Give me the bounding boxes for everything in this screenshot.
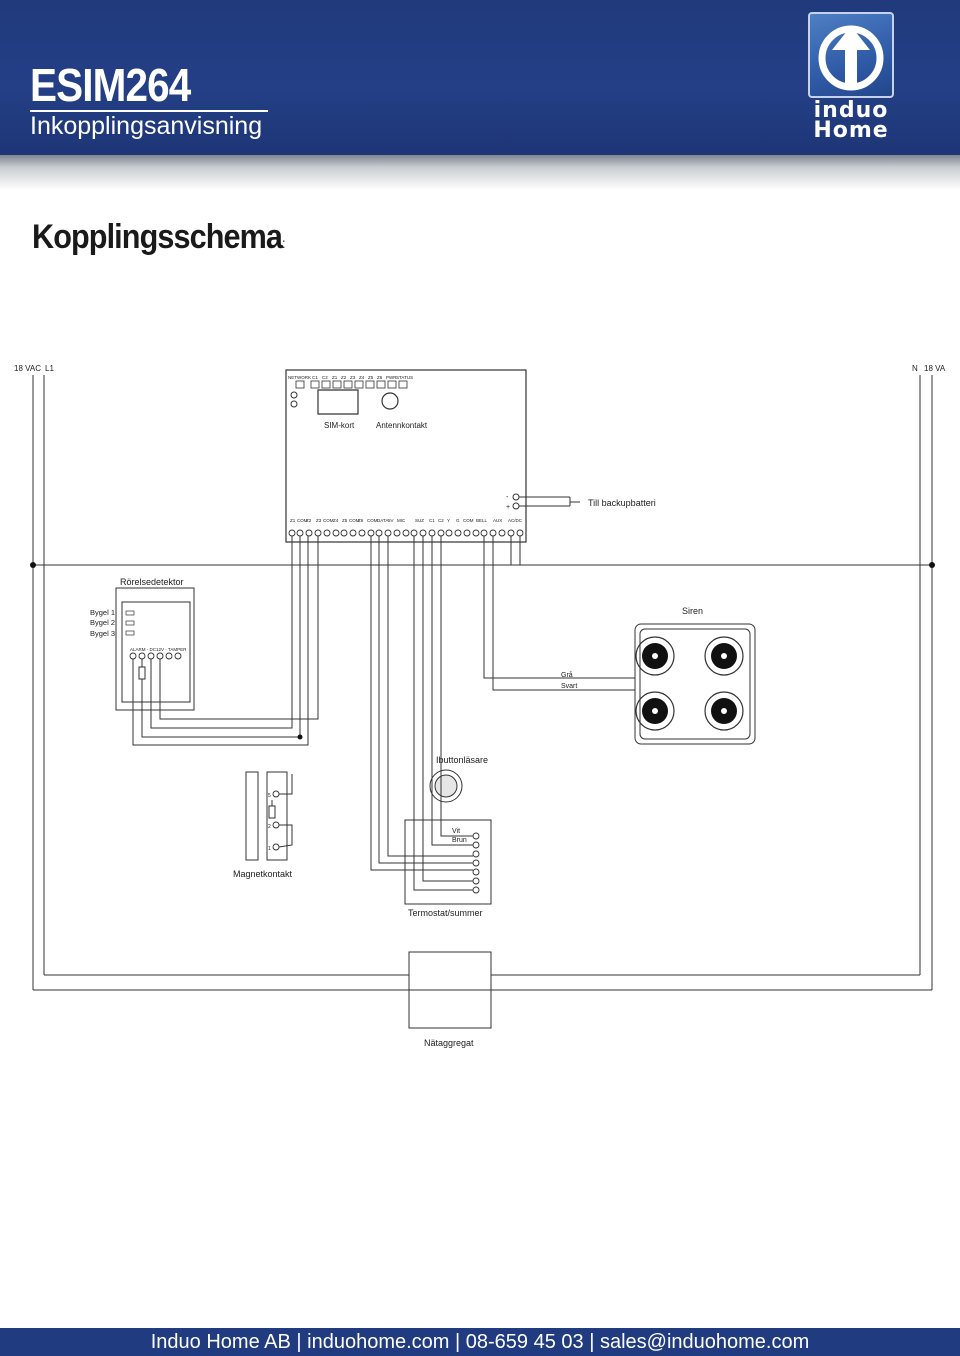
logo-text-home: Home xyxy=(813,118,889,143)
bottom-terminal-label-5: Z4 xyxy=(333,518,339,523)
bottom-terminal-label-2: Z2 xyxy=(306,518,312,523)
top-terminal-label-7: Z5 xyxy=(368,375,374,380)
footer-contact-bar: Induo Home AB | induohome.com | 08-659 4… xyxy=(0,1328,960,1356)
sim-card-label: SIM-kort xyxy=(324,421,355,430)
magnet-pin-2: 2 xyxy=(268,824,271,830)
section-title-text: Kopplingsschema xyxy=(32,218,283,256)
power-label-left: 18 VAC xyxy=(14,364,41,373)
motion-detector-label: Rörelsedetektor xyxy=(120,577,184,587)
siren-label: Siren xyxy=(682,606,703,616)
siren-wire-grey-label: Grå xyxy=(561,671,573,679)
magnet-pin-1: 1 xyxy=(268,846,271,852)
top-terminal-label-0: NETWORK xyxy=(288,375,311,380)
bottom-terminal-label-10: DATA xyxy=(377,518,388,523)
bottom-terminal-label-11: 5V xyxy=(388,518,394,523)
title-underline xyxy=(30,110,268,112)
bottom-terminal-label-7: COM xyxy=(349,518,360,523)
top-terminal-label-3: Z1 xyxy=(332,375,338,380)
psu-label: Nätaggregat xyxy=(424,1038,474,1048)
header-band xyxy=(0,0,960,160)
battery-plus-label: + xyxy=(506,504,510,511)
top-terminal-label-4: Z2 xyxy=(341,375,347,380)
top-terminal-label-6: Z4 xyxy=(359,375,365,380)
top-terminal-label-5: Z3 xyxy=(350,375,356,380)
power-label-l1: L1 xyxy=(45,364,54,373)
power-label-n: N xyxy=(912,364,918,373)
product-title: ESIM264 xyxy=(30,59,191,111)
up-arrow-circle-icon xyxy=(818,25,884,91)
ibutton-wire-white-label: Vit xyxy=(452,828,460,835)
top-terminal-label-10: STATUS xyxy=(396,375,413,380)
bottom-terminal-label-17: G xyxy=(456,518,460,523)
logo-text-induo: induo xyxy=(813,98,889,123)
bottom-terminal-label-4: COM xyxy=(323,518,334,523)
ibutton-wire-brown-label: Brun xyxy=(452,837,467,844)
battery-label: Till backupbatteri xyxy=(588,498,656,508)
bottom-terminal-label-13: SUZ xyxy=(415,518,424,523)
bottom-terminal-label-15: C2 xyxy=(438,518,444,523)
bottom-terminal-label-0: Z1 xyxy=(290,518,296,523)
bottom-terminal-label-1: COM xyxy=(297,518,308,523)
section-title-colon: : xyxy=(282,235,285,251)
magnet-contact-label: Magnetkontakt xyxy=(233,869,293,879)
bottom-terminal-label-21: AC/DC xyxy=(508,518,523,523)
bottom-terminal-label-6: Z5 xyxy=(342,518,348,523)
top-terminal-label-9: PWR xyxy=(386,375,397,380)
bottom-terminal-label-18: COM xyxy=(463,518,474,523)
bottom-terminal-label-8: Z6 xyxy=(358,518,364,523)
wiring-diagram: 18 VAC L1 N 18 VA NETWORKC1C2Z1Z2Z3Z4Z5Z… xyxy=(14,364,946,1048)
bottom-terminal-label-16: Y xyxy=(447,518,450,523)
antenna-label: Antennkontakt xyxy=(376,421,428,430)
top-terminal-label-8: Z6 xyxy=(377,375,383,380)
header-shadow xyxy=(0,155,960,190)
magnet-pin-5: 5 xyxy=(268,793,271,799)
induo-home-logo xyxy=(808,12,894,98)
bottom-terminal-label-3: Z3 xyxy=(316,518,322,523)
bottom-terminal-label-9: COM xyxy=(367,518,378,523)
top-terminal-label-2: C2 xyxy=(322,375,328,380)
jumper-2-label: Bygel 2 xyxy=(90,618,115,627)
siren-wire-black-label: Svart xyxy=(561,683,577,690)
battery-minus-label: - xyxy=(506,494,509,501)
bottom-terminal-label-12: MIC xyxy=(397,518,406,523)
bottom-terminal-label-20: AUX xyxy=(493,518,502,523)
bottom-terminal-label-14: C1 xyxy=(429,518,435,523)
detector-terminals-label: ALARM - DC12V - TAMPER xyxy=(130,647,187,652)
thermostat-label: Termostat/summer xyxy=(408,908,483,918)
section-title: Kopplingsschema: xyxy=(32,218,286,257)
top-terminal-label-1: C1 xyxy=(312,375,318,380)
bottom-terminal-label-19: BELL xyxy=(476,518,488,523)
product-subtitle: Inkopplingsanvisning xyxy=(30,112,263,140)
ibutton-label: Ibuttonläsare xyxy=(436,755,488,765)
jumper-3-label: Bygel 3 xyxy=(90,629,115,638)
power-label-right: 18 VA xyxy=(924,364,946,373)
jumper-1-label: Bygel 1 xyxy=(90,608,115,617)
